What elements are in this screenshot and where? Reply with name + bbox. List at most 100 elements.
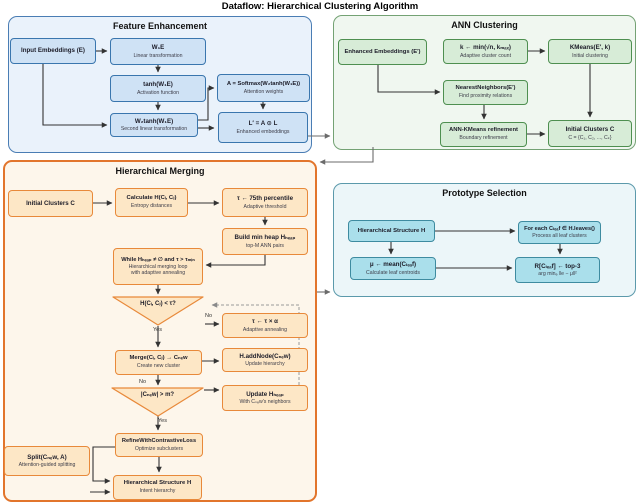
- node-nearest-neighbors: NearestNeighbors(E′) Find proximity rela…: [443, 80, 528, 105]
- node-main-text: H.addNode(Cₙₑw): [239, 352, 291, 360]
- node-add-node-hierarchy: H.addNode(Cₙₑw) Update hierarchy: [222, 348, 308, 372]
- node-main-text: While Hₕₑₐₚ ≠ ∅ and τ > τₘᵢₙ: [121, 256, 195, 263]
- arrow-feedback-dashed: [211, 302, 300, 410]
- node-kmeans: KMeans(E′, k) Initial clustering: [548, 39, 632, 64]
- node-main-text: Calculate H(Cᵢ, Cⱼ): [126, 195, 177, 202]
- decision-cluster-size-label: |Cₙₑw| > m?: [140, 392, 175, 398]
- node-sub-text: Attention-guided splitting: [18, 462, 76, 469]
- node-main-text: Merge(Cᵢ, Cⱼ) → Cₙₑw: [129, 355, 188, 362]
- node-sub-text: Calculate leaf centroids: [366, 269, 420, 276]
- edge-label-yes-2: Yes: [158, 418, 167, 424]
- node-main-text: A = Softmax(W₂tanh(W₁E)): [226, 81, 301, 88]
- node-initial-clusters-output: Initial Clusters C C = {C₁, C₂, ..., Cₖ}: [548, 120, 632, 147]
- node-sub-text: Entropy distances: [130, 203, 173, 210]
- arrows-ann-clustering: [377, 48, 593, 137]
- node-enhanced-embeddings-input: Enhanced Embeddings (E′): [338, 39, 427, 65]
- node-sub-text: arg minₑ ‖e − μ‖²: [538, 271, 577, 278]
- diagram-title: Dataflow: Hierarchical Clustering Algori…: [221, 1, 419, 12]
- node-input-embeddings: Input Embeddings (E): [10, 38, 96, 64]
- arrows-inter-section: [308, 133, 374, 295]
- node-sub-text: C = {C₁, C₂, ..., Cₖ}: [568, 134, 612, 141]
- decision-entropy-threshold-shape: [112, 296, 204, 326]
- section-title-feature-enhancement: Feature Enhancement: [112, 21, 208, 31]
- arrows-hierarchical-merging: [90, 200, 268, 495]
- node-main-text: Initial Clusters C: [26, 199, 75, 207]
- node-sub-text: Find proximity relations: [458, 93, 513, 100]
- node-foreach-leaf-cluster: For each Cₗₑₐf ∈ H.leaves() Process all …: [518, 221, 601, 244]
- node-sub-text: Adaptive annealing: [242, 326, 288, 333]
- node-main-text: Split(Cₙₑw, A): [27, 453, 67, 461]
- node-main-text: Initial Clusters C: [565, 126, 615, 134]
- node-merge-clusters: Merge(Cᵢ, Cⱼ) → Cₙₑw Create new cluster: [115, 350, 202, 375]
- node-update-heap: Update Hₕₑₐₚ With Cₙₑw's neighbors: [222, 385, 308, 411]
- edge-label-no-1: No: [205, 313, 213, 319]
- node-main-text: KMeans(E′, k): [569, 44, 611, 52]
- arrows-feature-enhancement: [42, 48, 266, 131]
- arrows-prototype-selection: [388, 228, 563, 271]
- node-main-text: Input Embeddings (E): [21, 47, 85, 55]
- edge-label-yes-1: Yes: [153, 327, 162, 333]
- decision-triangles: [111, 296, 204, 417]
- node-activation-function: tanh(W₁E) Activation function: [110, 75, 206, 102]
- node-main-text: R[Cₗₑₐf] ← top-3: [534, 262, 581, 270]
- node-main-text: NearestNeighbors(E′): [455, 85, 516, 92]
- node-initial-clusters-input: Initial Clusters C: [8, 190, 93, 217]
- edge-label-no-2: No: [139, 379, 147, 385]
- node-sub-text: Initial clustering: [572, 52, 608, 59]
- node-main-text: L′ = A ⊙ L: [248, 120, 278, 128]
- node-leaf-centroid: μ ← mean(Cₗₑₐf) Calculate leaf centroids: [350, 257, 436, 280]
- node-merging-loop: While Hₕₑₐₚ ≠ ∅ and τ > τₘᵢₙ Hierarchica…: [113, 248, 203, 285]
- node-main-text: W₁E: [151, 44, 165, 52]
- node-sub-text: Intent hierarchy: [139, 488, 176, 495]
- node-refine-contrastive-loss: RefineWithContrastiveLoss Optimize subcl…: [115, 433, 203, 457]
- node-sub-text: Hierarchical merging loop: [128, 264, 188, 271]
- node-sub-text: Update hierarchy: [245, 361, 285, 368]
- section-title-prototype-selection: Prototype Selection: [442, 188, 527, 198]
- node-main-text: μ ← mean(Cₗₑₐf): [369, 261, 417, 269]
- node-second-linear-transformation: W₂tanh(W₁E) Second linear transformation: [110, 113, 198, 137]
- node-sub-text: Adaptive cluster count: [459, 52, 512, 59]
- node-main-text: Update Hₕₑₐₚ: [246, 390, 284, 398]
- node-hierarchical-structure-output: Hierarchical Structure H Intent hierarch…: [113, 475, 202, 500]
- node-sub-text: Adaptive threshold: [243, 203, 287, 210]
- decision-entropy-threshold-label: H(Cᵢ, Cⱼ) < τ?: [140, 301, 176, 307]
- node-sub-text: Linear transformation: [133, 52, 183, 59]
- decision-cluster-size-shape: [111, 387, 204, 417]
- node-sub-text: Create new cluster: [136, 363, 181, 370]
- node-hierarchical-structure-input: Hierarchical Structure H: [348, 220, 435, 242]
- node-sub-text: Attention weights: [243, 88, 284, 95]
- node-main-text: τ ← τ × α: [251, 318, 278, 326]
- node-ann-kmeans-refinement: ANN-KMeans refinement Boundary refinemen…: [440, 122, 527, 147]
- node-linear-transformation: W₁E Linear transformation: [110, 38, 206, 65]
- node-main-text: k ← min(√n, kₘₐₓ): [460, 44, 511, 52]
- node-sub-text: Activation function: [136, 89, 180, 96]
- node-attention-guided-split: Split(Cₙₑw, A) Attention-guided splittin…: [4, 446, 90, 476]
- node-adaptive-annealing: τ ← τ × α Adaptive annealing: [222, 313, 308, 338]
- node-build-min-heap: Build min heap Hₕₑₐₚ top-M ANN pairs: [222, 228, 308, 255]
- node-main-text: Build min heap Hₕₑₐₚ: [234, 234, 296, 242]
- node-main-text: ANN-KMeans refinement: [448, 127, 519, 134]
- node-top3-prototypes: R[Cₗₑₐf] ← top-3 arg minₑ ‖e − μ‖²: [515, 257, 600, 283]
- node-entropy-distances: Calculate H(Cᵢ, Cⱼ) Entropy distances: [115, 188, 188, 217]
- node-sub-text: Optimize subclusters: [134, 445, 184, 452]
- node-main-text: Enhanced Embeddings (E′): [344, 48, 421, 55]
- node-main-text: Hierarchical Structure H: [357, 227, 426, 234]
- node-sub-text: Second linear transformation: [120, 126, 188, 133]
- node-adaptive-threshold: τ ← 75th percentile Adaptive threshold: [222, 188, 308, 217]
- node-main-text: tanh(W₁E): [143, 81, 173, 89]
- node-adaptive-cluster-count: k ← min(√n, kₘₐₓ) Adaptive cluster count: [443, 39, 528, 64]
- node-enhanced-embeddings-output: L′ = A ⊙ L Enhanced embeddings: [218, 112, 308, 143]
- node-sub-text: Enhanced embeddings: [236, 128, 290, 135]
- node-main-text: Hierarchical Structure H: [123, 480, 192, 487]
- node-sub-text: Process all leaf clusters: [532, 233, 587, 240]
- node-sub-text: Boundary refinement: [459, 135, 508, 142]
- section-title-ann-clustering: ANN Clustering: [451, 20, 518, 30]
- node-sub-text: top-M ANN pairs: [245, 242, 285, 249]
- section-title-hierarchical-merging: Hierarchical Merging: [115, 166, 205, 176]
- node-main-text: W₂tanh(W₁E): [134, 117, 174, 125]
- node-attention-weights: A = Softmax(W₂tanh(W₁E)) Attention weigh…: [217, 74, 310, 102]
- node-main-text: τ ← 75th percentile: [236, 195, 294, 203]
- node-main-text: For each Cₗₑₐf ∈ H.leaves(): [524, 225, 595, 232]
- node-sub-text-2: with adaptive annealing: [130, 270, 186, 277]
